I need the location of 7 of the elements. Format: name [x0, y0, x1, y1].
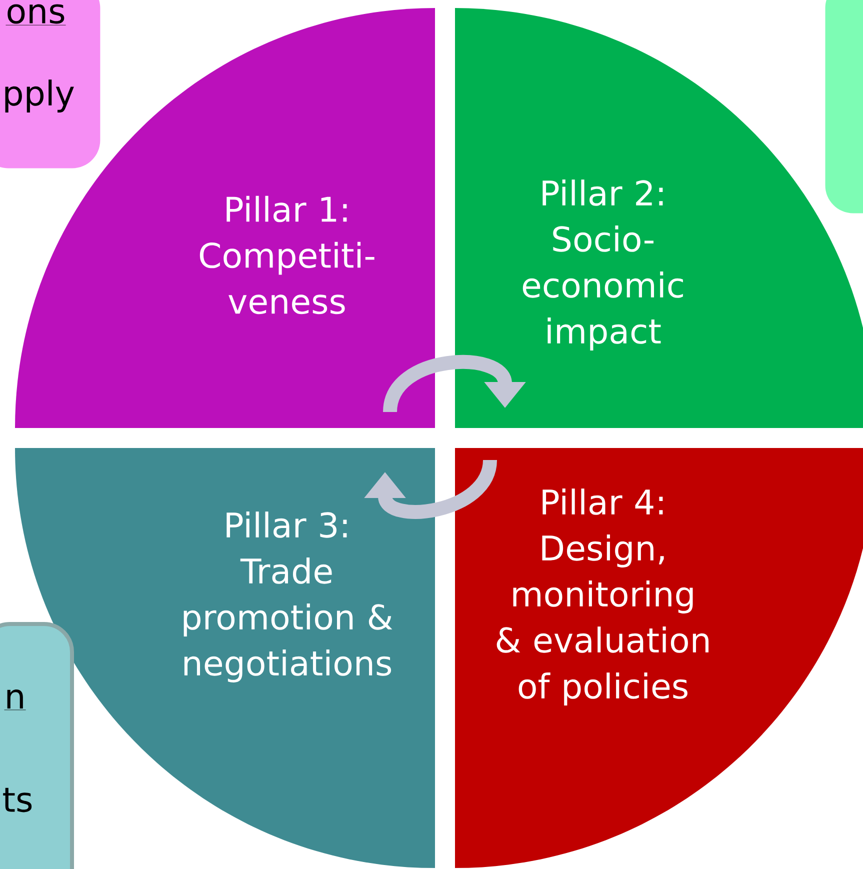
text-box: [825, 0, 863, 214]
text-box: ons pply: [0, 0, 100, 168]
text-box: n ts: [0, 622, 74, 869]
curved-arrow: [364, 458, 497, 519]
pillar-quadrant: Pillar 4: Design, monitoring & evaluation of policies: [455, 448, 863, 868]
curved-arrow: [383, 355, 526, 414]
pillar-quadrant: Pillar 2: Socio- economic impact: [455, 8, 863, 428]
